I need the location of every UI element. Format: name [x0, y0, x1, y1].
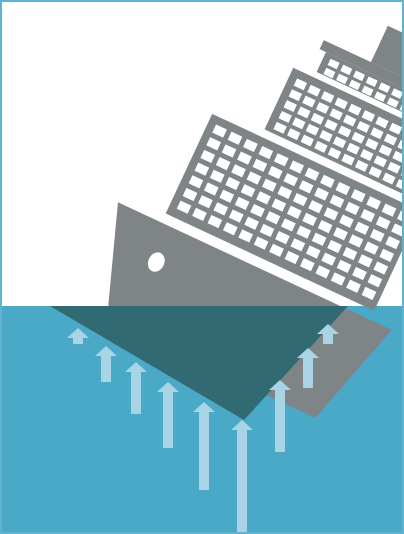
sinking-ship-illustration — [2, 2, 402, 532]
illustration-frame — [0, 0, 404, 534]
